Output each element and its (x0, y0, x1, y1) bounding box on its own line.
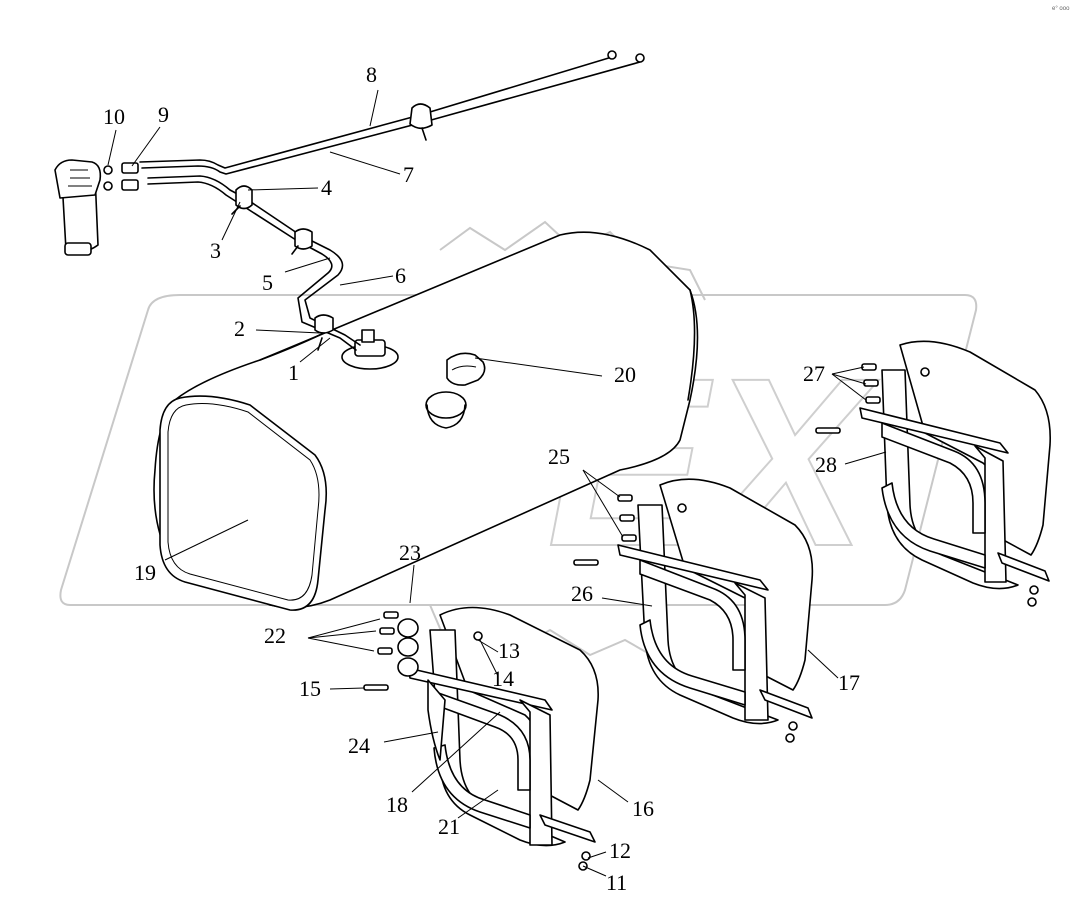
callout-16: 16 (632, 796, 654, 821)
callout-19: 19 (134, 560, 156, 585)
leader-lines (107, 89, 887, 877)
tank-bracket-rear (815, 340, 1052, 607)
callout-12: 12 (609, 838, 631, 863)
callout-labels: 1 2 3 4 5 6 7 8 9 10 11 12 13 14 15 16 1… (103, 62, 860, 895)
callout-9: 9 (158, 102, 169, 127)
callout-15: 15 (299, 676, 321, 701)
callout-21: 21 (438, 814, 460, 839)
callout-14: 14 (492, 666, 514, 691)
tank-bracket-front (363, 606, 599, 871)
callout-6: 6 (395, 263, 406, 288)
callout-24: 24 (348, 733, 370, 758)
callout-1: 1 (288, 360, 299, 385)
tank-bracket-middle (573, 478, 814, 743)
callout-3: 3 (210, 238, 221, 263)
callout-25: 25 (548, 444, 570, 469)
callout-20: 20 (614, 362, 636, 387)
callout-18: 18 (386, 792, 408, 817)
callout-17: 17 (838, 670, 860, 695)
callout-10: 10 (103, 104, 125, 129)
corner-mark: e° ooo (1052, 6, 1070, 12)
callout-23: 23 (399, 540, 421, 565)
callout-2: 2 (234, 316, 245, 341)
fuel-lines (103, 50, 645, 351)
callout-28: 28 (815, 452, 837, 477)
fuel-filter (54, 159, 102, 256)
callout-11: 11 (606, 870, 627, 895)
callout-22: 22 (264, 623, 286, 648)
callout-8: 8 (366, 62, 377, 87)
callout-7: 7 (403, 162, 414, 187)
callout-27: 27 (803, 361, 825, 386)
callout-26: 26 (571, 581, 593, 606)
callout-4: 4 (321, 175, 332, 200)
fuel-tank (153, 231, 699, 611)
callout-5: 5 (262, 270, 273, 295)
callout-13: 13 (498, 638, 520, 663)
